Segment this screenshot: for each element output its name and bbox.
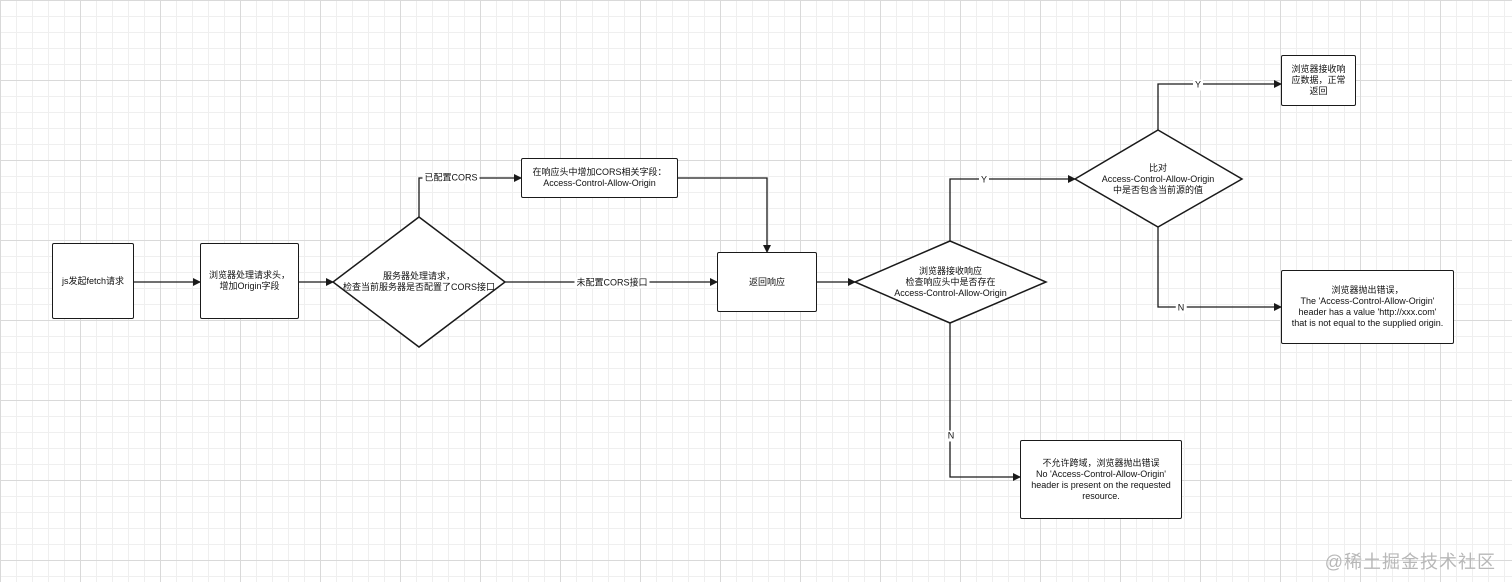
edge-label-match-yes: Y: [1192, 79, 1204, 91]
error-mismatch-node: 浏览器抛出错误， The 'Access-Control-Allow-Origi…: [1281, 270, 1454, 344]
edge-compare-no-to-error: [1157, 227, 1282, 311]
browser-ok-node: 浏览器接收响 应数据，正常 返回: [1281, 55, 1356, 106]
edge-label-cors-configured: 已配置CORS: [422, 172, 480, 184]
server-check-diamond: [331, 216, 507, 348]
edge-add-header-to-response: [678, 177, 771, 253]
server-check-label: 服务器处理请求， 检查当前服务器是否配置了CORS接口: [342, 271, 495, 292]
error-missing-node: 不允许跨域，浏览器抛出错误 No 'Access-Control-Allow-O…: [1020, 440, 1182, 519]
edge-compare-yes-to-ok: [1157, 80, 1282, 130]
edge-receive-no-to-error: [949, 323, 1021, 481]
browser-receive-label: 浏览器接收响应 检查响应头中是否存在 Access-Control-Allow-…: [894, 265, 1007, 298]
edge-server-to-add-header: [418, 174, 522, 217]
compare-origin-label: 比对 Access-Control-Allow-Origin 中是否包含当前源的…: [1101, 162, 1215, 195]
edge-receive-yes-to-compare: [949, 175, 1076, 241]
return-response-node: 返回响应: [717, 252, 817, 312]
edge-label-cors-not-configured: 未配置CORS接口: [574, 277, 650, 289]
browser-process-node: 浏览器处理请求头， 增加Origin字段: [200, 243, 299, 319]
watermark: @稀土掘金技术社区: [1324, 552, 1496, 572]
start-node: js发起fetch请求: [52, 243, 134, 319]
edge-label-has-header-no: N: [945, 430, 957, 442]
edge-label-has-header-yes: Y: [978, 174, 990, 186]
add-cors-header-node: 在响应头中增加CORS相关字段： Access-Control-Allow-Or…: [521, 158, 678, 198]
edge-label-match-no: N: [1175, 302, 1187, 314]
